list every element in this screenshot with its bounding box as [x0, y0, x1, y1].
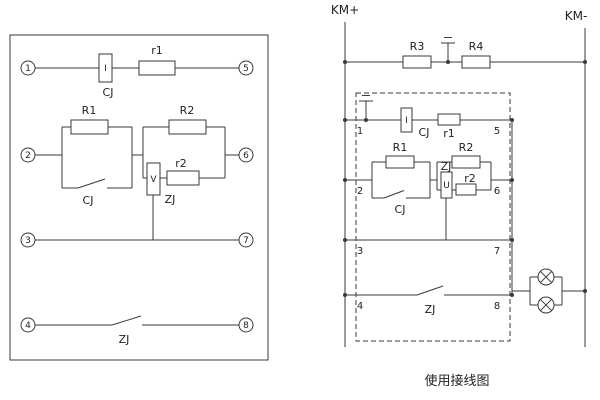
resistor-r2-box: [166, 170, 200, 186]
zj-coil-name-label: ZJ: [165, 193, 176, 206]
resistor-r2-label: r2: [175, 157, 187, 170]
cj-contact-label: CJ: [83, 194, 94, 207]
wiring-terminal-5: 5: [494, 126, 500, 137]
left-internal-diagram: 1 2 3 4 5 6 7 8 I CJ r1 R1 R2 r2 V ZJ CJ…: [9, 34, 269, 361]
relay-dashed-outline: [355, 92, 511, 342]
junction-dots: [343, 60, 587, 297]
resistor-R1-box: [70, 119, 109, 135]
resistor-R3-box: [402, 55, 432, 69]
wiring-terminal-7: 7: [494, 246, 500, 257]
zj-coil-name-label-right: ZJ: [441, 160, 452, 173]
resistor-R1-box-right: [385, 155, 415, 169]
wiring-terminal-2: 2: [357, 186, 363, 197]
left-wires: [35, 67, 239, 326]
zj-contact-label-right: ZJ: [425, 303, 436, 316]
terminal-7: [238, 232, 254, 248]
bus-positive-label: KM+: [331, 3, 359, 17]
terminal-8-label: 8: [243, 321, 249, 331]
resistor-R1-label: R1: [82, 104, 97, 117]
diagram-caption: 使用接线图: [424, 373, 489, 389]
resistor-R2-label-right: R2: [459, 141, 474, 154]
zj-coil-symbol-right: U: [443, 181, 450, 191]
resistor-r1-box-right: [437, 113, 461, 126]
resistor-R2-label: R2: [180, 104, 195, 117]
resistor-r1-box: [138, 60, 176, 76]
terminal-3-label: 3: [25, 236, 31, 246]
cj-coil-box-right: [400, 107, 413, 133]
terminal-1-label: 1: [25, 64, 31, 74]
resistor-r2-label-right: r2: [464, 172, 476, 185]
resistor-R4-box: [461, 55, 491, 69]
device-outline: [9, 34, 269, 361]
bus-negative-label: KM-: [565, 9, 588, 23]
zj-coil-box: [146, 162, 161, 196]
wiring-terminal-1: 1: [357, 126, 363, 137]
right-wiring-diagram: KM+ KM-: [331, 3, 587, 389]
terminal-5: [238, 60, 254, 76]
zj-coil-symbol: V: [150, 175, 157, 185]
terminal-3: [20, 232, 36, 248]
resistor-R1-label-right: R1: [393, 141, 408, 154]
wiring-terminal-3: 3: [357, 246, 363, 257]
cj-coil-name-label-right: CJ: [419, 126, 430, 139]
cj-coil-symbol-right: I: [405, 116, 408, 126]
wiring-terminal-8: 8: [494, 301, 500, 312]
terminal-6-label: 6: [243, 151, 249, 161]
wiring-terminal-4: 4: [357, 301, 363, 312]
resistor-r2-box-right: [455, 183, 477, 196]
zj-coil-box-right: [440, 171, 453, 199]
capacitor-symbol-top: [441, 37, 455, 62]
terminal-6: [238, 147, 254, 163]
resistor-R3-label: R3: [410, 40, 425, 53]
cj-contact-blade-right: [383, 190, 405, 199]
capacitor-symbol-inner: [359, 95, 373, 120]
resistor-R2-box: [168, 119, 207, 135]
cj-coil-name-label: CJ: [103, 86, 114, 99]
cj-contact-blade: [77, 178, 106, 189]
cj-coil-symbol: I: [104, 64, 107, 74]
wiring-terminal-6: 6: [494, 186, 500, 197]
resistor-r1-label-right: r1: [443, 127, 455, 140]
terminal-8: [238, 317, 254, 333]
terminal-5-label: 5: [243, 64, 249, 74]
right-wires: [344, 22, 586, 347]
signal-lamps: [512, 268, 585, 314]
resistor-r1-label: r1: [151, 44, 163, 57]
terminal-4-label: 4: [25, 321, 31, 331]
resistor-R4-label: R4: [469, 40, 484, 53]
cj-coil-box: [98, 53, 113, 83]
terminal-4: [20, 317, 36, 333]
resistor-R2-box-right: [451, 155, 481, 169]
zj-contact-blade-right: [416, 285, 444, 296]
zj-contact-blade: [111, 315, 142, 326]
terminal-1: [20, 60, 36, 76]
terminal-2: [20, 147, 36, 163]
terminal-7-label: 7: [243, 236, 249, 246]
zj-contact-label: ZJ: [119, 333, 130, 346]
cj-contact-label-right: CJ: [395, 203, 406, 216]
terminal-2-label: 2: [25, 151, 31, 161]
